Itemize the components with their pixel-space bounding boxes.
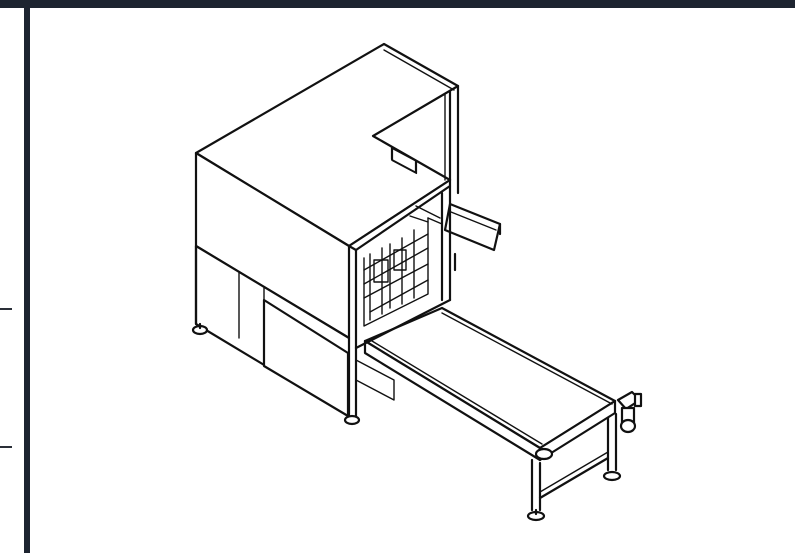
internal-mechanism [363, 205, 443, 327]
window-top-bar [0, 0, 795, 8]
panel-divider[interactable] [24, 8, 30, 553]
drawing-canvas [30, 8, 795, 553]
rear-tray [443, 202, 502, 272]
left-panel-strip [0, 8, 24, 553]
conveyor-belt [363, 306, 643, 462]
panel-tick-mark [0, 446, 12, 448]
main-cabinet [191, 42, 460, 426]
conveyor-stand [526, 412, 622, 522]
panel-tick-mark [0, 308, 12, 310]
machine-diagram [191, 42, 643, 522]
